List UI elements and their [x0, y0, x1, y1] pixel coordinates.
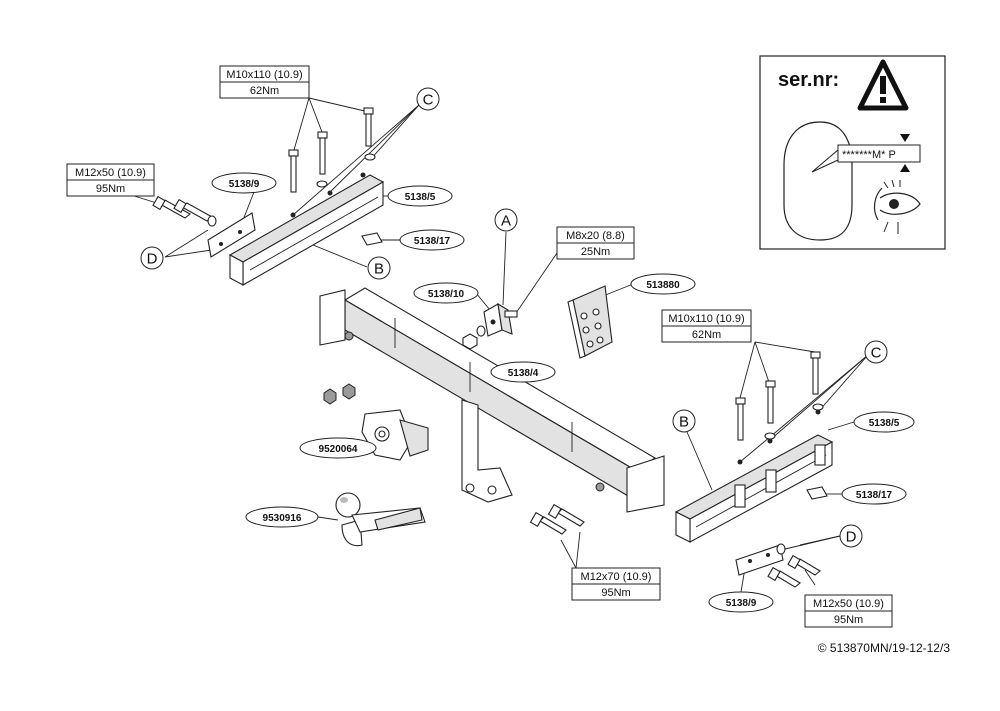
left-spacer	[361, 232, 383, 246]
svg-text:5138/4: 5138/4	[508, 368, 539, 379]
part-label-5138-9-right: 5138/9	[708, 591, 774, 613]
serial-number-panel: ser.nr: *******M* P	[759, 55, 946, 250]
spec-size: M12x50 (10.9)	[75, 167, 146, 179]
part-label-5138-9-left: 5138/9	[211, 172, 277, 194]
svg-text:513880: 513880	[646, 280, 680, 291]
part-label-9530916: 9530916	[245, 506, 319, 528]
spec-torque: 95Nm	[96, 183, 125, 195]
left-side-bracket	[228, 172, 385, 286]
center-bracket	[461, 399, 513, 503]
m12x70-bolts	[529, 503, 585, 535]
svg-text:A: A	[501, 213, 511, 230]
letter-c-left: C	[416, 87, 440, 111]
spec-box-m12x70: M12x70 (10.9) 95Nm	[571, 567, 661, 601]
svg-text:D: D	[147, 251, 158, 268]
svg-text:C: C	[871, 345, 882, 362]
left-m10-bolts	[288, 107, 376, 193]
letter-d-left: D	[140, 246, 164, 270]
part-label-5138-17-left: 5138/17	[399, 229, 465, 251]
left-clamp-plate	[207, 212, 256, 258]
spec-torque: 95Nm	[601, 587, 630, 599]
spec-box-m10-left: M10x110 (10.9) 62Nm	[219, 65, 310, 99]
svg-text:B: B	[374, 261, 384, 278]
svg-text:5138/9: 5138/9	[229, 179, 260, 190]
serial-label-callout: *******M* P	[811, 134, 921, 173]
letter-d-right: D	[839, 524, 863, 548]
part-label-5138-17-right: 5138/17	[841, 483, 907, 505]
copyright-notice: © 513870MN/19-12-12/3	[818, 641, 951, 655]
spec-torque: 95Nm	[834, 614, 863, 626]
svg-text:5138/5: 5138/5	[869, 418, 900, 429]
part-label-9520064: 9520064	[299, 437, 377, 459]
loose-nuts	[323, 383, 356, 405]
svg-text:5138/9: 5138/9	[726, 598, 757, 609]
part-label-513880: 513880	[630, 273, 696, 295]
letter-b-left: B	[367, 256, 391, 280]
leader-lines	[111, 97, 869, 593]
right-side-bracket	[674, 409, 834, 543]
wiring-socket-plate	[567, 285, 613, 359]
right-m10-bolts	[735, 351, 824, 441]
right-clamp-plate	[735, 544, 784, 576]
spec-box-m12-left: M12x50 (10.9) 95Nm	[66, 163, 155, 197]
tow-ball-hitch	[335, 492, 426, 547]
spec-size: M10x110 (10.9)	[668, 313, 744, 325]
spec-size: M10x110 (10.9)	[226, 69, 302, 81]
spec-box-m8: M8x20 (8.8) 25Nm	[556, 226, 635, 260]
part-label-5138-5-left: 5138/5	[387, 185, 453, 207]
svg-text:C: C	[423, 92, 434, 109]
spec-torque: 62Nm	[250, 85, 279, 97]
right-spacer	[806, 486, 828, 500]
svg-text:5138/17: 5138/17	[856, 490, 893, 501]
right-m12-bolts	[767, 543, 821, 588]
svg-text:9520064: 9520064	[319, 444, 358, 455]
spec-box-m12-right: M12x50 (10.9) 95Nm	[804, 594, 893, 628]
tow-ball-outline-icon	[783, 121, 853, 241]
serial-title: ser.nr:	[778, 69, 839, 91]
svg-text:5138/10: 5138/10	[428, 289, 465, 300]
svg-text:B: B	[679, 414, 689, 431]
svg-text:9530916: 9530916	[263, 513, 302, 524]
spec-box-m10-right: M10x110 (10.9) 62Nm	[661, 309, 752, 343]
letter-a: A	[494, 208, 518, 232]
serial-code: *******M* P	[842, 149, 896, 161]
spec-torque: 62Nm	[692, 329, 721, 341]
part-label-5138-5-right: 5138/5	[853, 411, 915, 433]
letter-c-right: C	[864, 340, 888, 364]
eye-icon	[873, 179, 921, 234]
spec-size: M12x50 (10.9)	[813, 598, 884, 610]
bracket-a	[462, 302, 518, 350]
warning-triangle-icon	[857, 59, 909, 111]
svg-text:5138/5: 5138/5	[405, 192, 436, 203]
left-m12-bolts	[152, 195, 217, 227]
letter-b-right: B	[672, 409, 696, 433]
spec-size: M8x20 (8.8)	[566, 230, 625, 242]
part-label-5138-10: 5138/10	[413, 282, 479, 304]
svg-text:D: D	[846, 529, 857, 546]
svg-text:5138/17: 5138/17	[414, 236, 451, 247]
part-label-5138-4: 5138/4	[490, 361, 556, 383]
spec-torque: 25Nm	[581, 246, 610, 258]
spec-size: M12x70 (10.9)	[581, 571, 652, 583]
